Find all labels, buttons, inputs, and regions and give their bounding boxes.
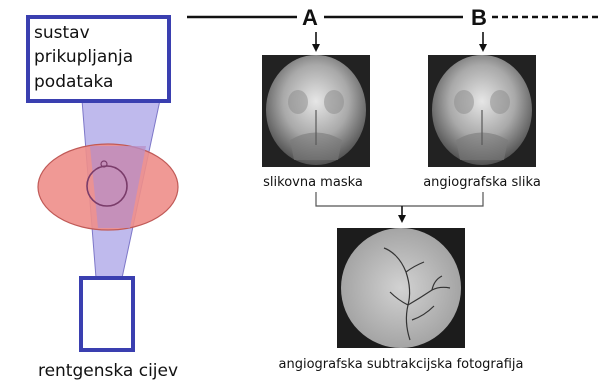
detector-label-line-2: prikupljanja xyxy=(34,47,133,67)
dsa-image-label: angiografska subtrakcijska fotografija xyxy=(279,357,524,372)
arrow-dsa-head-icon xyxy=(398,215,406,223)
subtraction-bracket xyxy=(316,192,483,206)
mask-image xyxy=(262,55,370,167)
mask-image-label: slikovna maska xyxy=(263,175,363,190)
xray-tube-label: rentgenska cijev xyxy=(38,361,178,381)
arrow-a-head-icon xyxy=(312,44,320,52)
xray-tube-box xyxy=(81,278,133,350)
angiography-image xyxy=(428,55,536,167)
detector-label-line-1: sustav xyxy=(34,23,90,43)
timepoint-b-label: B xyxy=(471,5,487,30)
detector-label-line-3: podataka xyxy=(34,72,113,92)
timepoint-a-label: A xyxy=(302,5,318,30)
angiography-image-label: angiografska slika xyxy=(423,175,541,190)
arrow-b-head-icon xyxy=(479,44,487,52)
dsa-image xyxy=(337,228,465,348)
